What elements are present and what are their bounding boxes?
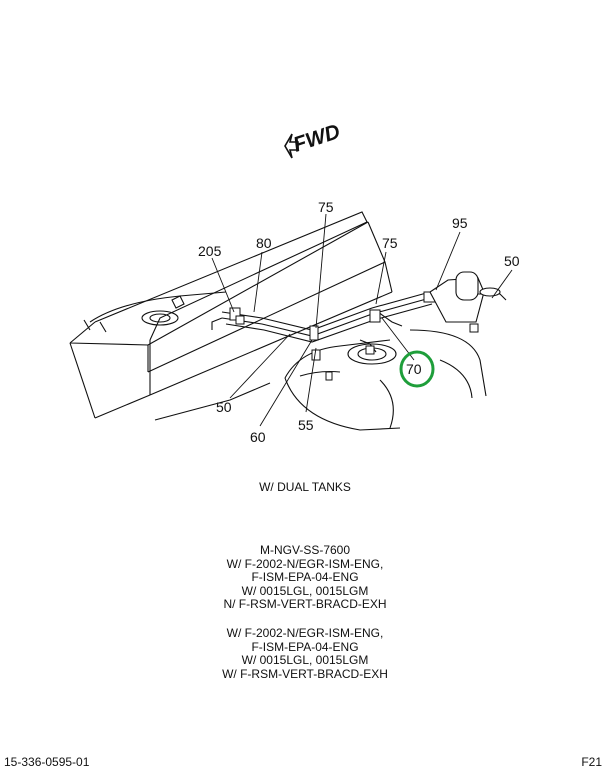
note-line: W/ F-RSM-VERT-BRACD-EXH bbox=[222, 666, 388, 681]
note-line: W/ F-2002-N/EGR-ISM-ENG, bbox=[226, 626, 384, 640]
callout-205: 205 bbox=[198, 243, 222, 259]
callout-70-highlight bbox=[399, 350, 435, 388]
callout-75-upper: 75 bbox=[318, 199, 334, 215]
footer-right: F21 bbox=[581, 755, 602, 769]
fuel-tank-left bbox=[83, 291, 227, 333]
leader-lines bbox=[211, 213, 513, 427]
frame-rail bbox=[69, 211, 393, 421]
note-line: W/ F-2002-N/EGR-ISM-ENG, bbox=[226, 556, 384, 571]
note-line: F-ISM-EPA-04-ENG bbox=[251, 570, 359, 584]
callout-50-right: 50 bbox=[504, 253, 520, 269]
note-line: M-NGV-SS-7600 bbox=[259, 543, 351, 557]
fuel-filter-assembly bbox=[429, 271, 507, 323]
fuel-tank-right bbox=[284, 329, 487, 431]
callout-80: 80 bbox=[256, 235, 272, 251]
callout-55: 55 bbox=[298, 417, 314, 433]
callout-95: 95 bbox=[452, 215, 468, 231]
note-line: W/ 0015LGL, 0015LGM bbox=[241, 653, 369, 667]
callout-50-left: 50 bbox=[216, 399, 232, 415]
note-line: W/ 0015LGL, 0015LGM bbox=[241, 583, 369, 598]
note-line: F-ISM-EPA-04-ENG bbox=[251, 639, 359, 654]
fwd-label: FWD bbox=[290, 120, 343, 157]
fuel-lines bbox=[211, 291, 433, 343]
fittings bbox=[229, 291, 479, 381]
note-line: N/ F-RSM-VERT-BRACD-EXH bbox=[223, 597, 387, 611]
notes-block-2: W/ F-2002-N/EGR-ISM-ENG,F-ISM-EPA-04-ENG… bbox=[0, 626, 610, 681]
callout-75-right: 75 bbox=[382, 235, 398, 251]
footer-left: 15-336-0595-01 bbox=[4, 755, 90, 769]
caption-title: W/ DUAL TANKS bbox=[259, 480, 351, 494]
callout-70: 70 bbox=[406, 361, 422, 377]
callout-60: 60 bbox=[250, 429, 266, 445]
fwd-arrow-icon bbox=[284, 133, 299, 159]
